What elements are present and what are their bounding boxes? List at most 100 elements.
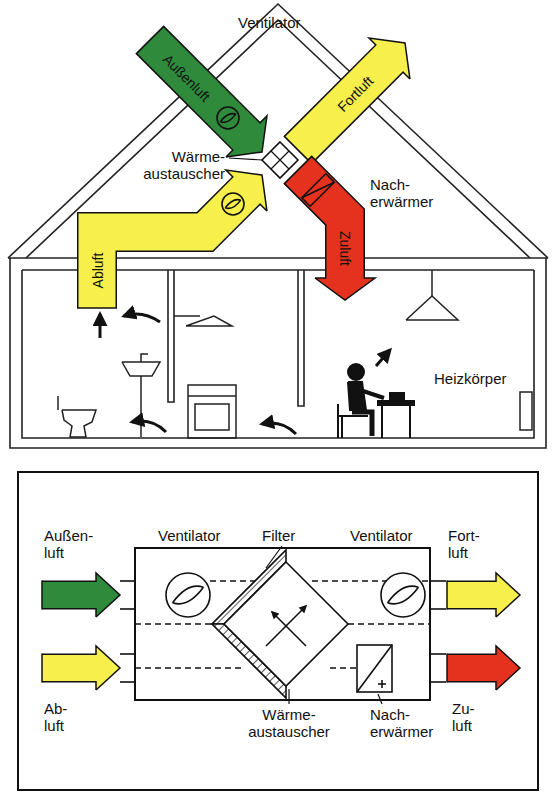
part-label: Nach- erwärmer [370,706,450,740]
part-label: Ventilator [350,527,432,544]
arrow-outline [150,40,246,136]
part-label: Außen- luft [44,527,100,561]
tap [141,354,148,362]
arm [360,390,384,398]
airflow-arrow [99,314,102,338]
reheater-symbol [302,174,335,207]
toilet [62,410,96,437]
arrow-band: Abluft [81,248,114,292]
part-label: Ventilator [238,14,318,31]
fan-blade [388,587,419,604]
leader-line [378,694,382,704]
exhaust-air-arrow [284,38,410,164]
sink-pipe [140,376,142,437]
fan-casing [166,573,210,617]
duct-divider [135,623,212,625]
airflow-arrow [132,421,166,432]
partition-wall [168,270,174,402]
arrow-body [298,56,392,150]
torso [348,382,366,410]
fan-symbol [222,193,244,215]
reheater-diagonal [302,174,335,207]
port-stub [430,580,446,582]
fan-casing [222,193,244,215]
sink [122,362,160,376]
arrow-body [42,582,99,608]
airflow-arrow [376,350,390,366]
outdoor-air-arrow [136,26,267,157]
arrow-label: Abluft [89,252,105,288]
fan-symbol [166,573,210,617]
arrow-body [97,188,249,308]
port-stub [430,608,446,610]
fan-blade [173,586,204,603]
arrow-head [96,646,120,690]
fan-blade [388,586,419,603]
fan-blade [220,114,235,122]
ventilation-top [77,26,410,308]
stove [188,385,236,438]
toilet-tank [57,396,59,410]
fan-symbol [381,573,425,617]
fan-symbol [217,107,239,129]
port-stub [120,681,135,683]
unit-housing [135,548,430,700]
leader-line [229,158,262,160]
arrow-tail [446,581,448,610]
desk-leg [409,405,411,438]
arrow-tail [136,26,164,54]
house-outline [8,4,548,448]
part-label: Fort- luft [448,527,494,561]
arrow-label: Zuluft [337,230,353,265]
fan-blade [225,200,240,208]
fan-casing [381,573,425,617]
arrow-head [315,278,375,300]
port-stub [430,681,446,683]
arrow-body [150,40,249,139]
arrow-body [447,582,499,608]
leader-line [288,689,289,704]
reheater-diagonal [357,645,392,692]
part-label: Wärme- austauscher [240,706,338,740]
airflow-arrows [100,314,390,434]
arrow-body [447,655,499,681]
supply-air-arrow [447,646,520,690]
heat-exchanger-cross [271,151,289,169]
chair-back [337,404,339,438]
arrow-tail [77,307,117,309]
fan-casing [217,107,239,129]
fan-blade [173,587,204,604]
reheater-box [302,174,335,207]
lamp-cord [431,270,433,296]
arrow-head [496,573,520,617]
furniture [58,270,532,438]
arrow-head [496,646,520,690]
heat-exchanger-diamond [262,142,298,178]
desk-top [378,401,414,405]
ceiling-lamp [406,296,458,320]
unit-schematic [18,472,538,790]
book [390,393,404,400]
head [348,364,364,380]
airflow-arrow [124,314,160,322]
leader-line [266,546,282,568]
port-stub [120,580,135,582]
part-label: Ventilator [158,527,240,544]
part-label: Heizkörper [434,370,518,387]
person-at-desk [338,364,414,438]
panel-frame [18,472,538,790]
arrow-band: Zuluft [329,226,362,270]
airflow-arrow [262,423,296,434]
arrow-head [96,573,120,617]
arrow-label: Außenluft [160,50,214,104]
cross-flow-arrow [266,606,306,646]
duct-divider [348,623,430,625]
duct-line [210,580,260,582]
extract-air-arrow [77,170,267,308]
extract-air-arrow [42,646,120,690]
heat-exchanger-diamond [224,562,348,686]
reheater-box [357,645,392,692]
cross-flow-arrow [272,612,306,646]
